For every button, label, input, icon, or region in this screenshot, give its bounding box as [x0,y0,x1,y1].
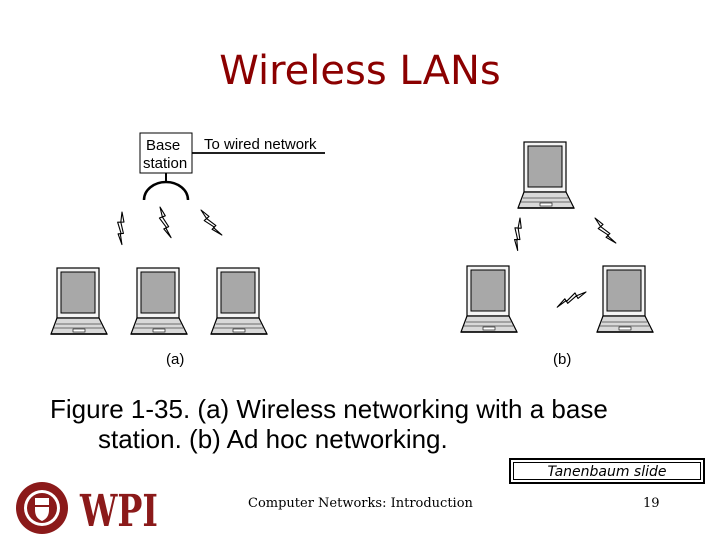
attribution-text: Tanenbaum slide [513,462,701,480]
laptop-icon [517,141,575,209]
base-station-label-line2: station [143,155,187,172]
laptop-icon [596,265,654,333]
laptop-icon [50,267,108,335]
base-station: Base station [139,132,193,201]
base-station-label-line1: Base [146,137,180,154]
wireless-signal-icon [554,290,589,308]
wireless-signal-icon [158,206,172,239]
attribution-box: Tanenbaum slide [509,458,705,484]
label-a: (a) [166,351,184,368]
wireless-signal-icon [593,213,617,248]
laptop-icon [210,267,268,335]
label-b: (b) [553,351,571,368]
page-number: 19 [643,496,660,511]
laptop-icon [130,267,188,335]
caption-line-2: station. (b) Ad hoc networking. [98,424,448,454]
wpi-logo: WPI [16,482,158,536]
wireless-signal-icon [506,217,530,252]
caption-line-1: Figure 1-35. (a) Wireless networking wit… [50,394,608,424]
wireless-signal-icon [199,205,223,240]
antenna-dish-icon [142,180,190,201]
laptop-icon [460,265,518,333]
wired-network-label: To wired network [204,136,317,153]
slide-title: Wireless LANs [219,48,501,94]
footer-course-title: Computer Networks: Introduction [248,496,473,511]
wireless-lan-diagram: Base station To wired network (a) (b) [50,132,654,368]
wpi-logo-text: WPI [79,486,158,536]
figure-caption: Figure 1-35. (a) Wireless networking wit… [50,394,690,454]
wireless-signal-icon [110,211,133,246]
